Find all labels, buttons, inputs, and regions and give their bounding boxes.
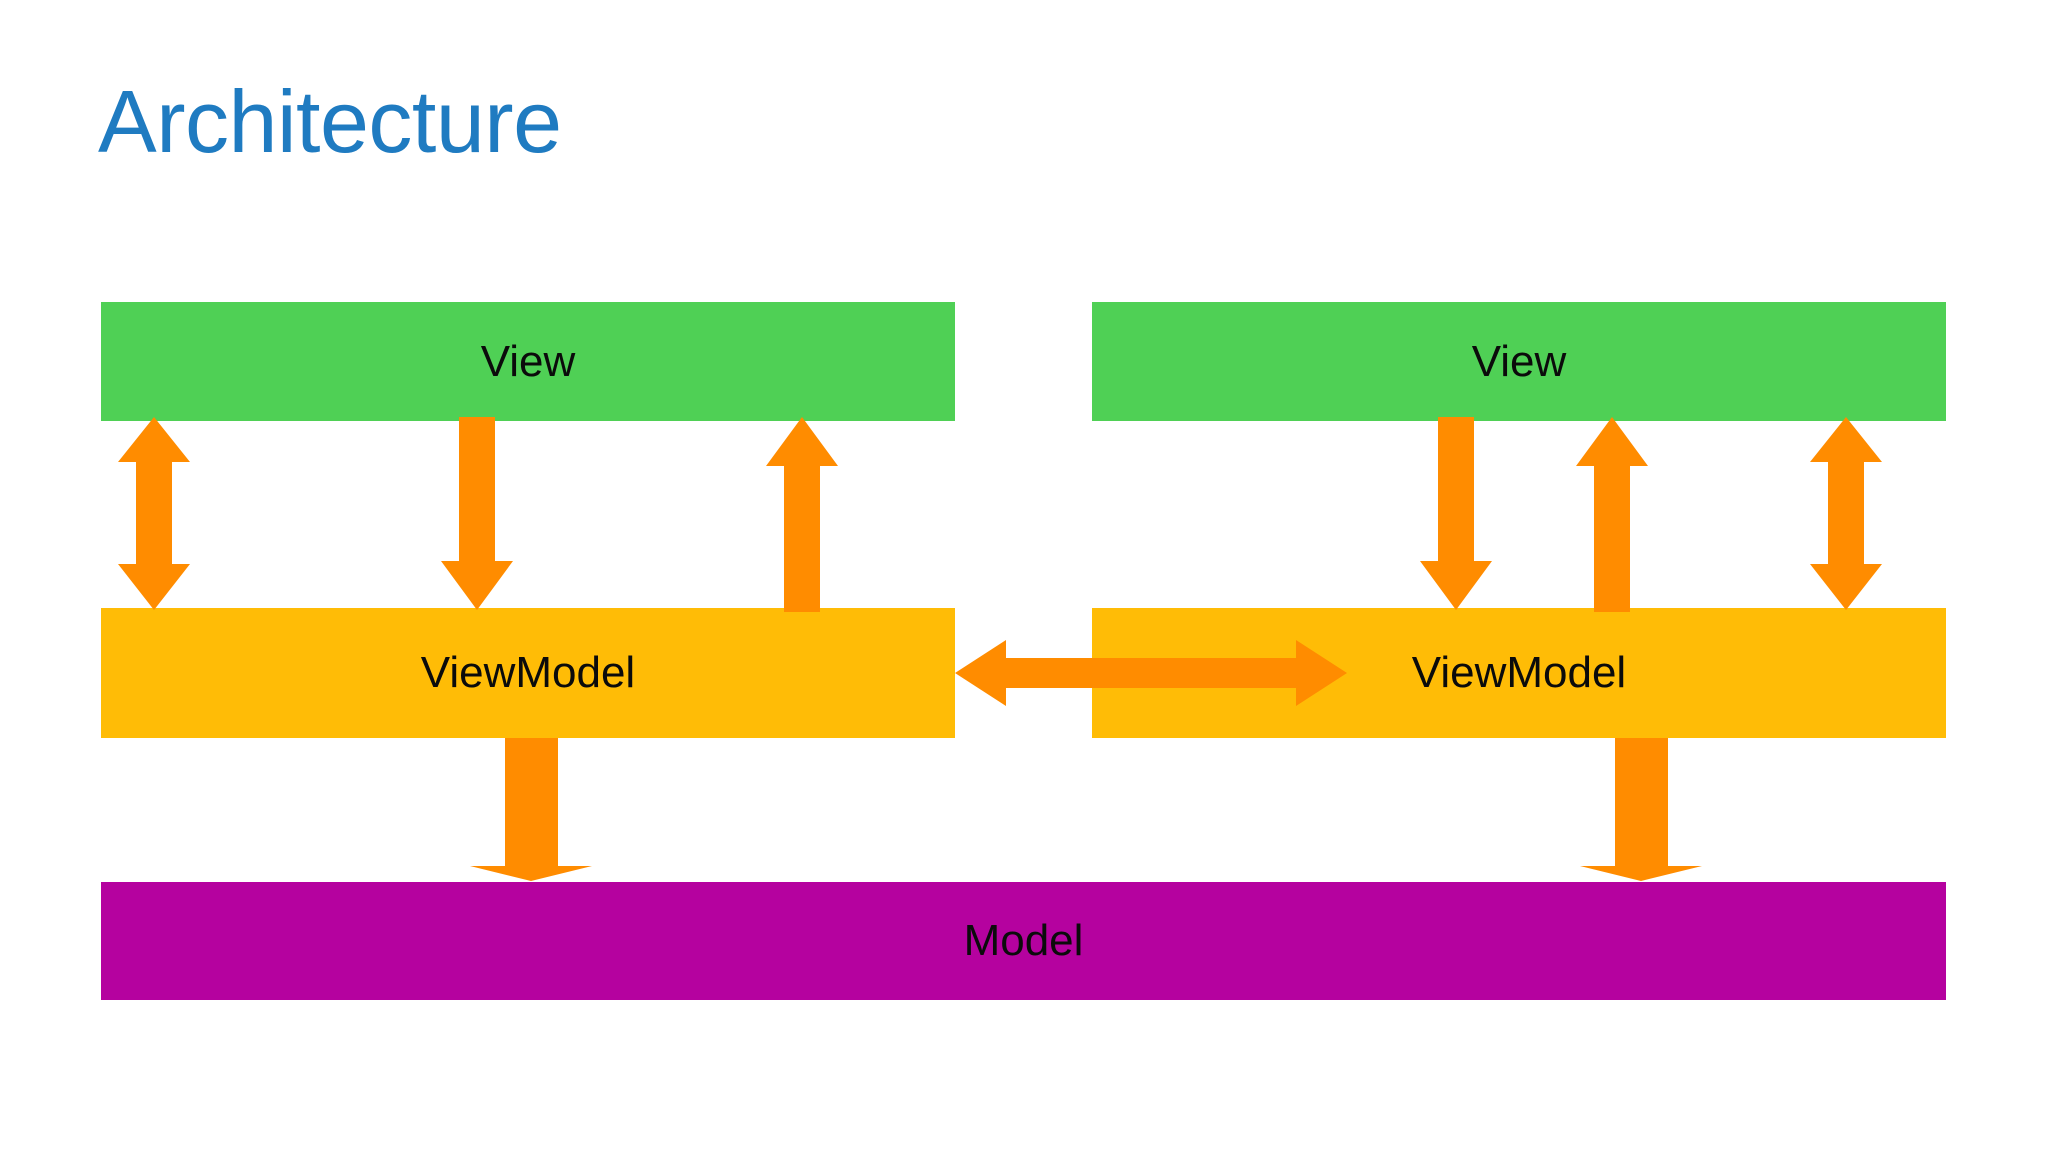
diagram-node-label: View xyxy=(480,336,576,386)
connector-viewmodel-left-to-model xyxy=(470,738,592,881)
connector-view-left-down xyxy=(441,417,513,610)
diagram-node-viewmodel-right[interactable]: ViewModel xyxy=(1092,608,1946,738)
connector-viewmodel-right-to-model xyxy=(1580,738,1702,881)
connector-view-left-up xyxy=(766,417,838,612)
diagram-node-label: View xyxy=(1471,336,1567,386)
page-title: Architecture xyxy=(98,72,562,171)
connector-view-right-up xyxy=(1576,417,1648,612)
diagram-node-viewmodel-left[interactable]: ViewModel xyxy=(101,608,955,738)
diagram-node-label: Model xyxy=(963,916,1084,965)
diagram-node-view-right[interactable]: View xyxy=(1092,302,1946,421)
connector-view-right-down xyxy=(1420,417,1492,610)
diagram-node-label: ViewModel xyxy=(420,648,636,697)
diagram-node-view-left[interactable]: View xyxy=(101,302,955,421)
diagram-node-model[interactable]: Model xyxy=(101,882,1946,1000)
connector-view-right-bidirectional xyxy=(1810,417,1882,610)
connector-view-left-bidirectional xyxy=(118,417,190,610)
diagram-node-label: ViewModel xyxy=(1411,648,1627,697)
